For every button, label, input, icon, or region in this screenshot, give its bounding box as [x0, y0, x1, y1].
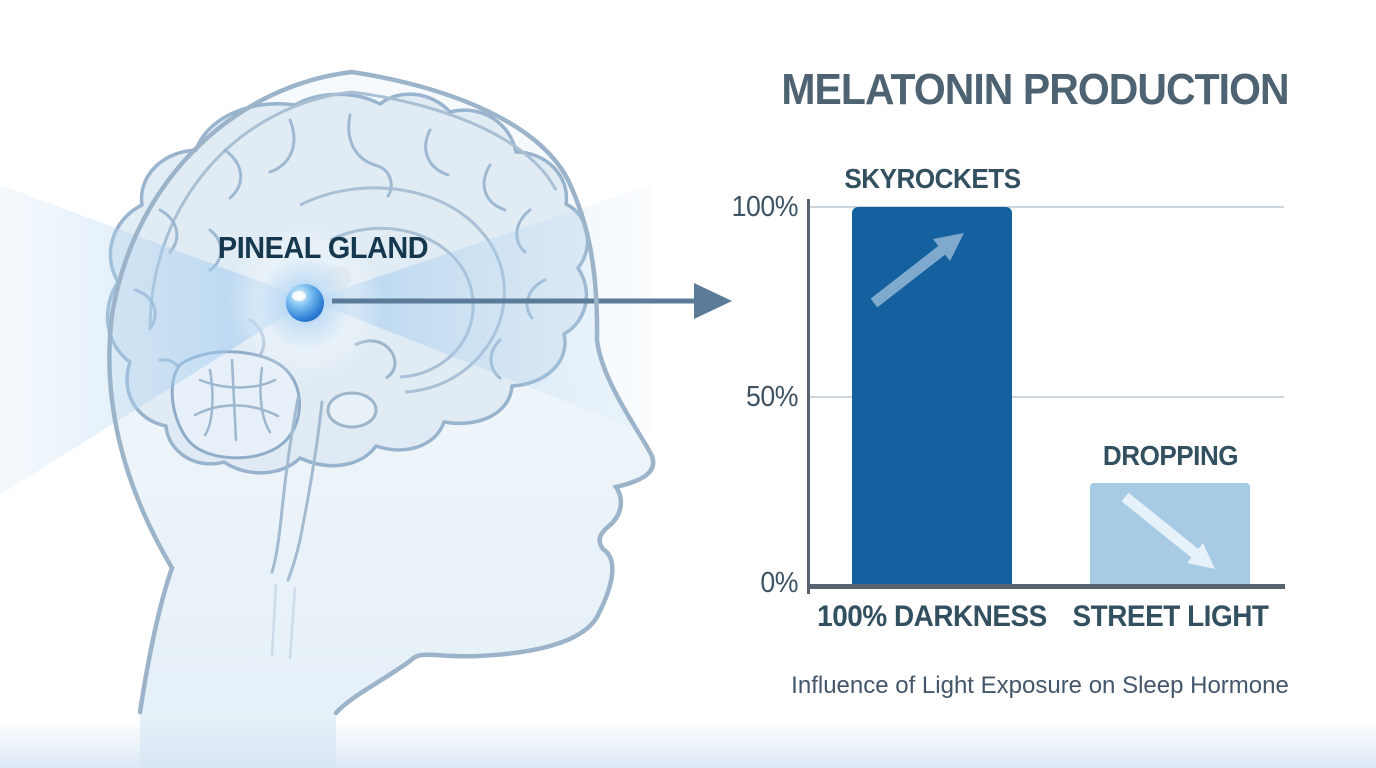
orb-highlight — [292, 291, 306, 301]
head-outline — [107, 69, 656, 716]
arrow-down-right-icon — [1121, 492, 1215, 569]
bar-annotation-skyrockets: SKYROCKETS — [844, 163, 1021, 194]
category-label-darkness: 100% DARKNESS — [817, 600, 1047, 633]
ytick-0: 0% — [760, 567, 798, 599]
bar-street-light — [1090, 483, 1250, 585]
ytick-100: 100% — [731, 191, 799, 223]
signal-arrow-icon — [332, 283, 732, 319]
skull-inner-line — [148, 90, 558, 331]
chart-title: MELATONIN PRODUCTION — [781, 65, 1289, 114]
pituitary-gland — [326, 391, 378, 429]
bar-annotation-dropping: DROPPING — [1102, 440, 1239, 471]
x-axis-line — [807, 584, 1285, 589]
brainstem — [270, 396, 324, 582]
head-brain-illustration — [0, 69, 732, 768]
arrow-up-right-icon — [870, 233, 964, 308]
gridline-100 — [810, 206, 1284, 208]
light-beams — [0, 185, 650, 495]
cerebellum-branches — [193, 358, 280, 442]
category-label-street-light: STREET LIGHT — [1072, 600, 1269, 633]
bar-chart-plot-area — [807, 199, 1285, 594]
pineal-gland-label: PINEAL GLAND — [217, 230, 429, 265]
chart-caption: Influence of Light Exposure on Sleep Hor… — [791, 672, 1289, 699]
gridline-50 — [810, 396, 1284, 398]
bar-100-darkness — [852, 207, 1012, 585]
bottom-gradient-wash — [0, 718, 1376, 768]
spinal-lines — [270, 583, 297, 660]
y-axis-line — [807, 199, 810, 594]
ytick-50: 50% — [745, 381, 798, 413]
pineal-orb-icon — [286, 284, 324, 322]
